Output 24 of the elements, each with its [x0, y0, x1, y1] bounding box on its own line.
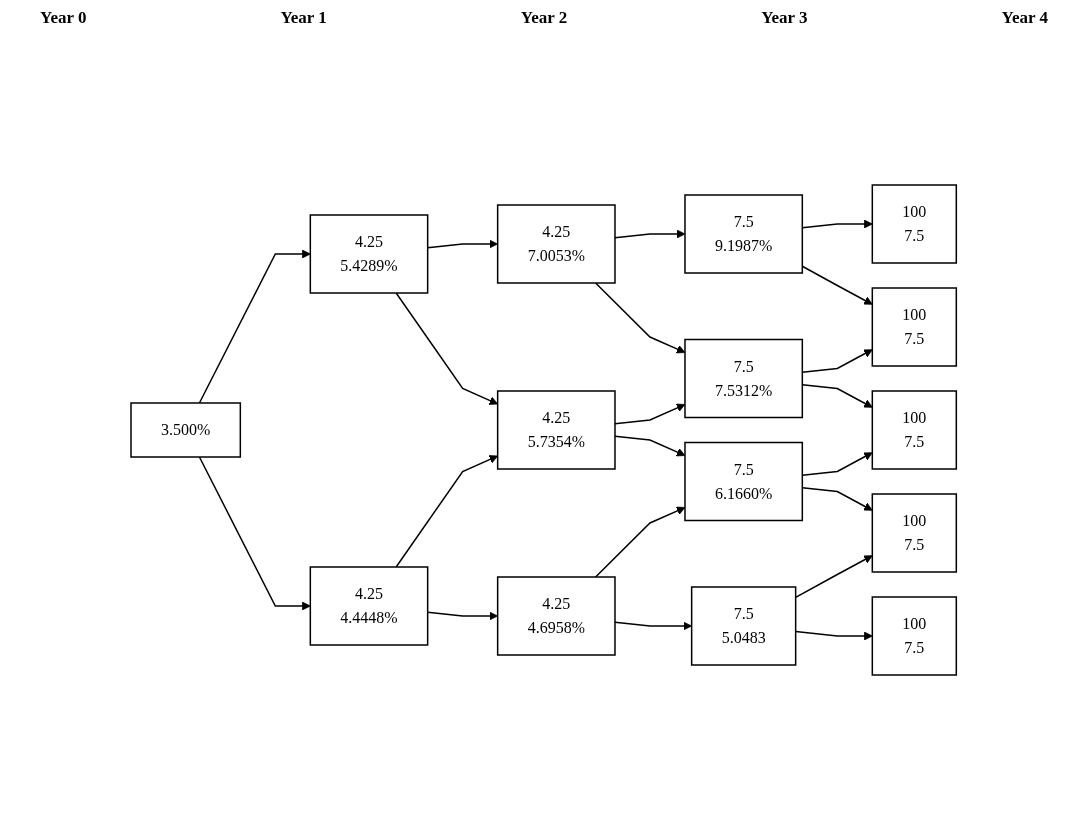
arrow [395, 292, 499, 405]
node-box: 100 7.5 [871, 287, 958, 367]
arrow [595, 506, 686, 578]
node-box: 100 7.5 [871, 390, 958, 470]
node-box: 100 7.5 [871, 493, 958, 573]
column-heading: Year 4 [1001, 8, 1048, 29]
node-box: 100 7.5 [871, 596, 958, 676]
column-heading: Year 3 [761, 8, 808, 29]
node-box: 4.25 5.7354% [497, 390, 617, 470]
node-box: 7.5 9.1987% [684, 194, 804, 274]
node-box: 7.5 7.5312% [684, 338, 804, 419]
node-box: 4.25 4.6958% [497, 576, 617, 656]
node-box: 3.500% [130, 402, 242, 458]
node-box: 7.5 6.1660% [684, 441, 804, 522]
arrow [595, 282, 686, 354]
arrow [395, 455, 499, 568]
node-box: 4.25 5.4289% [309, 214, 429, 294]
node-box: 7.5 5.0483 [691, 586, 797, 666]
node-box: 100 7.5 [871, 184, 958, 264]
column-heading: Year 2 [520, 8, 568, 29]
node-box: 4.25 4.4448% [309, 566, 429, 646]
column-heading: Year 1 [280, 8, 327, 29]
node-box: 4.25 7.0053% [497, 204, 617, 284]
column-heading: Year 0 [40, 8, 87, 29]
